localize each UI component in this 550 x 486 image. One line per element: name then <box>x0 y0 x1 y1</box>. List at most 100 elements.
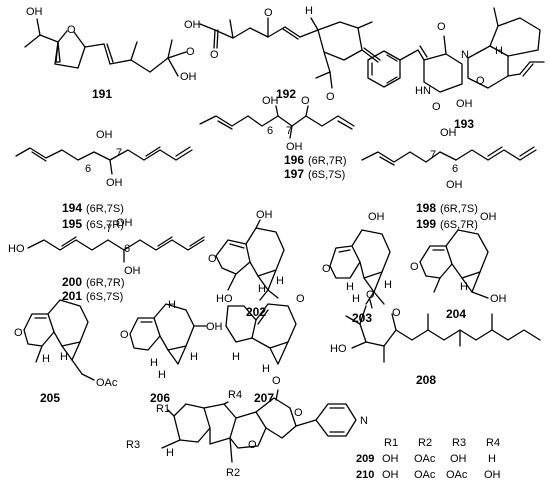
config-198: (6R,7S) <box>440 203 478 215</box>
structure-194: OH 6 7 OH 194 (6R,7S) 195 (6S,7R) <box>15 129 193 231</box>
atom-o: O <box>366 289 375 301</box>
atom-o: O <box>410 261 419 273</box>
atom-h: H <box>495 45 503 57</box>
config-195: (6S,7R) <box>86 219 124 231</box>
structure-202: OH O H H 202 <box>208 209 285 319</box>
atom-oh: OH <box>286 141 303 153</box>
structure-192: H O OH O O 192 <box>184 5 381 103</box>
atom-h: H <box>384 279 392 291</box>
atom-oh: OH <box>480 211 497 223</box>
atom-r1: R1 <box>156 403 170 415</box>
compound-number-197: 197 <box>284 167 304 181</box>
table-cell: OAc <box>414 453 436 465</box>
atom-h: H <box>168 299 176 311</box>
atom-o: O <box>322 263 331 275</box>
atom-h: H <box>190 351 198 363</box>
compound-number-192: 192 <box>276 87 296 101</box>
atom-h: H <box>158 369 166 381</box>
table-cell: OH <box>382 469 399 481</box>
structure-198: OH 7 6 OH 198 (6R,7S) 199 (6S,7R) <box>361 127 537 231</box>
atom-o: O <box>186 46 195 58</box>
substituent-table: R1 R2 R3 R4 209 OH OAc OH H 210 OH OAc O… <box>356 437 501 481</box>
atom-h: H <box>150 357 158 369</box>
table-cell: OAc <box>414 469 436 481</box>
atom-oh: OH <box>124 265 141 277</box>
compound-number-200: 200 <box>62 275 82 289</box>
atom-oh: OH <box>440 127 457 139</box>
compound-number-207: 207 <box>254 391 274 405</box>
atom-o: O <box>210 49 219 61</box>
structure-203: OH O H H H 203 <box>322 211 392 325</box>
table-header-r1: R1 <box>384 437 398 449</box>
config-200: (6R,7R) <box>86 277 125 289</box>
atom-oh: OH <box>106 177 123 189</box>
atom-h: H <box>276 275 284 287</box>
atom-oh: OH <box>26 6 43 18</box>
atom-oh: OH <box>180 71 197 83</box>
compound-number-205: 205 <box>40 391 60 405</box>
atom-h: H <box>232 351 240 363</box>
structure-205: O H H OAc 205 <box>14 299 118 405</box>
config-201: (6S,7S) <box>86 291 123 303</box>
config-196: (6R,7R) <box>308 155 347 167</box>
table-header-r3: R3 <box>452 437 466 449</box>
atom-h: H <box>346 281 354 293</box>
compound-number-201: 201 <box>62 289 82 303</box>
structure-196: OH O 6 7 OH 196 (6R,7R) 197 (6S,7S) <box>199 95 355 181</box>
atom-oh: OH <box>116 217 133 229</box>
table-cell: OH <box>484 469 501 481</box>
table-cell: OAc <box>446 469 468 481</box>
atom-oh: OH <box>256 209 273 221</box>
atom-h: H <box>305 5 313 17</box>
structure-209: R1 R4 O O N R3 O H R2 <box>126 375 368 479</box>
atom-o: O <box>272 375 281 387</box>
table-cell: H <box>488 453 496 465</box>
compound-number-206: 206 <box>150 391 170 405</box>
structure-191: OH O OH O 191 <box>24 6 197 101</box>
structure-207: HO O H H 207 <box>216 293 305 405</box>
atom-o: O <box>248 439 257 451</box>
atom-oh: OH <box>96 129 113 141</box>
structure-200: HO OH 7 6 OH 200 (6R,7R) 201 (6S,7S) <box>8 217 205 303</box>
atom-hn: HN <box>415 85 431 97</box>
atom-o: O <box>296 293 305 305</box>
atom-o: O <box>476 75 485 87</box>
table-cell: OH <box>382 453 399 465</box>
atom-o: O <box>264 7 273 19</box>
compound-number-198: 198 <box>416 201 436 215</box>
table-row-label: 210 <box>356 469 374 481</box>
atom-ho: HO <box>8 243 25 255</box>
label-c6: 6 <box>452 163 458 175</box>
atom-n: N <box>461 49 469 61</box>
atom-h: H <box>166 447 174 459</box>
atom-h: H <box>352 293 360 305</box>
atom-o: O <box>294 407 303 419</box>
atom-oh: OH <box>262 95 279 107</box>
atom-oh: OH <box>446 179 463 191</box>
compound-number-191: 191 <box>92 87 112 101</box>
config-194: (6R,7S) <box>86 203 124 215</box>
compound-number-196: 196 <box>284 153 304 167</box>
table-cell: OH <box>450 453 467 465</box>
table-header-r2: R2 <box>418 437 432 449</box>
config-199: (6S,7R) <box>440 219 478 231</box>
atom-o: O <box>120 329 129 341</box>
config-197: (6S,7S) <box>308 169 345 181</box>
table-row-label: 209 <box>356 453 374 465</box>
label-c7: 7 <box>430 149 436 161</box>
label-c7: 7 <box>106 223 112 235</box>
atom-oh: OH <box>368 211 385 223</box>
atom-h: H <box>60 351 68 363</box>
atom-oh: OH <box>184 19 201 31</box>
structure-204: OH O H OH 204 <box>410 211 507 321</box>
label-c6: 6 <box>85 163 91 175</box>
atom-oh: OH <box>490 293 507 305</box>
atom-r3: R3 <box>126 439 140 451</box>
atom-n: N <box>360 415 368 427</box>
compound-number-208: 208 <box>416 373 436 387</box>
atom-h: H <box>460 281 468 293</box>
compound-number-204: 204 <box>446 307 466 321</box>
atom-o: O <box>14 327 23 339</box>
structure-193: O N HN O OH O H 193 <box>367 7 545 131</box>
